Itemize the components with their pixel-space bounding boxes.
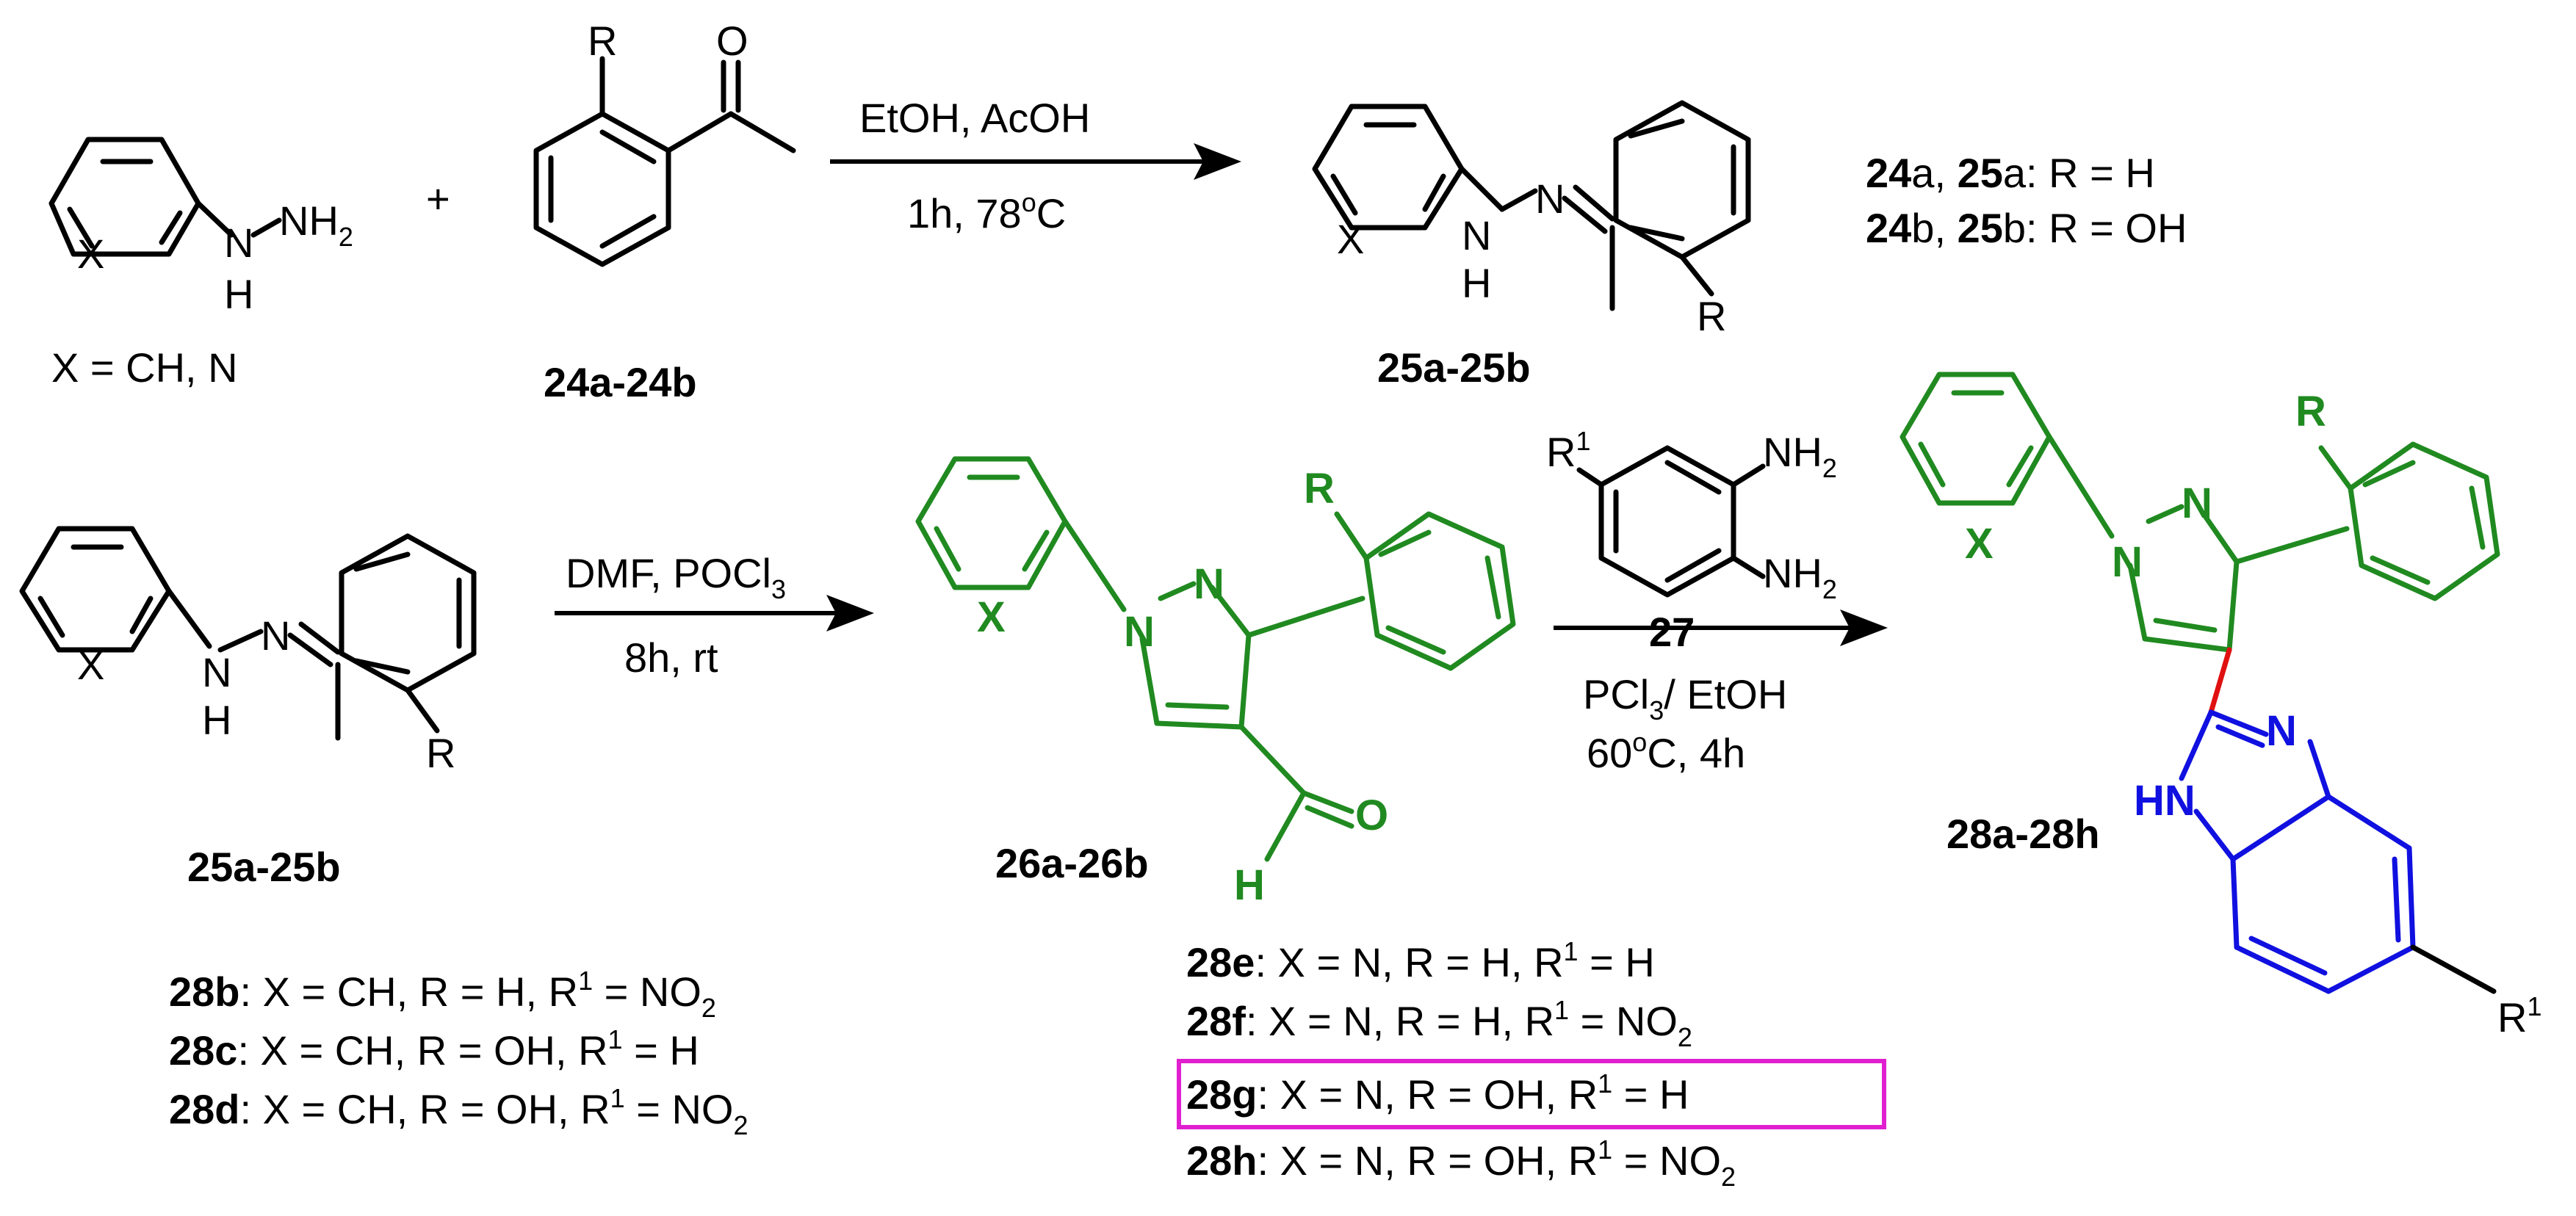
highlight-box xyxy=(1177,1059,1886,1129)
r-definitions: 24a, 25a: R = H 24b, 25b: R = OH xyxy=(1866,150,2187,251)
r1-label: R1 xyxy=(2497,991,2541,1041)
atom-x: X xyxy=(977,593,1006,641)
atom-h: H xyxy=(202,697,231,743)
atom-x: X xyxy=(77,642,104,688)
atom-h: H xyxy=(224,271,253,317)
step2-reagent-1: DMF, POCl3 xyxy=(566,550,786,604)
atom-n: N xyxy=(2182,479,2212,527)
series-right: 28e: X = N, R = H, R1 = H 28f: X = N, R … xyxy=(1177,936,1886,1192)
series-item-28b: 28b: X = CH, R = H, R1 = NO2 xyxy=(169,966,716,1023)
atom-x: X xyxy=(1965,520,1994,568)
label-27: 27 xyxy=(1649,609,1695,655)
step3-reagent-2: 60oC, 4h xyxy=(1587,727,1745,776)
atom-r: R xyxy=(588,18,617,64)
acetophenone-24: R O 24a-24b xyxy=(533,18,796,405)
atom-n: N xyxy=(202,649,231,695)
label-24: 24a-24b xyxy=(544,359,697,405)
atom-hn: HN xyxy=(2134,777,2196,825)
atom-r: R xyxy=(2295,388,2326,435)
atom-n: N xyxy=(1535,175,1565,222)
atom-n: N xyxy=(2112,538,2143,586)
series-item-28e: 28e: X = N, R = H, R1 = H xyxy=(1186,936,1655,985)
atom-n: N xyxy=(2266,707,2297,755)
atom-h: H xyxy=(1234,861,1265,909)
series-item-28g: 28g: X = N, R = OH, R1 = H xyxy=(1186,1068,1689,1118)
atom-n: N xyxy=(1194,560,1224,608)
atom-n: N xyxy=(1124,608,1155,656)
atom-n: N xyxy=(1462,212,1491,258)
nh2-label: NH2 xyxy=(279,198,353,252)
atom-n: N xyxy=(224,220,253,266)
hydrazone-25-left: X N H N R 25a-25b xyxy=(19,526,477,890)
label-28: 28a-28h xyxy=(1947,811,2100,857)
aryl-hydrazine: X N H NH2 X = CH, N xyxy=(48,137,353,391)
diamine-27: R1 NH2 NH2 27 xyxy=(1546,426,1837,655)
r1-label: R1 xyxy=(1546,426,1590,475)
arrow-step3: PCl3/ EtOH 60oC, 4h xyxy=(1554,609,1888,776)
series-item-28f: 28f: X = N, R = H, R1 = NO2 xyxy=(1186,995,1692,1052)
r-def-1: 24a, 25a: R = H xyxy=(1866,150,2155,196)
nh2-label-top: NH2 xyxy=(1763,429,1837,483)
step1-reagent-2: 1h, 78oC xyxy=(907,187,1066,236)
atom-o: O xyxy=(1355,792,1388,839)
atom-n: N xyxy=(261,612,290,659)
atom-x: X xyxy=(77,231,104,277)
atom-o: O xyxy=(716,18,748,64)
series-item-28h: 28h: X = N, R = OH, R1 = NO2 xyxy=(1186,1134,1736,1192)
step1-reagent-1: EtOH, AcOH xyxy=(859,95,1090,141)
step2-reagent-2: 8h, rt xyxy=(624,634,718,681)
nh2-label-bottom: NH2 xyxy=(1763,550,1837,604)
x-note: X = CH, N xyxy=(51,344,238,391)
atom-r: R xyxy=(426,730,455,776)
plus-sign: + xyxy=(426,175,450,222)
r-def-2: 24b, 25b: R = OH xyxy=(1866,205,2187,251)
series-item-28c: 28c: X = CH, R = OH, R1 = H xyxy=(169,1024,699,1074)
label-26: 26a-26b xyxy=(995,840,1149,886)
atom-x: X xyxy=(1337,216,1364,262)
hydrazone-25-top: X N H N R 25a-25b xyxy=(1312,100,1751,391)
pyrazole-aldehyde-26: X N N R O H 26a-26b xyxy=(915,456,1516,909)
atom-r: R xyxy=(1304,465,1335,513)
arrow-step2: DMF, POCl3 8h, rt xyxy=(555,550,874,681)
step3-reagent-1: PCl3/ EtOH xyxy=(1583,671,1787,725)
label-25-top: 25a-25b xyxy=(1377,344,1531,391)
atom-h: H xyxy=(1462,260,1491,306)
atom-r: R xyxy=(1697,293,1726,339)
label-25-left: 25a-25b xyxy=(187,844,341,890)
arrow-step1: EtOH, AcOH 1h, 78oC xyxy=(830,95,1241,236)
series-item-28d: 28d: X = CH, R = OH, R1 = NO2 xyxy=(169,1083,748,1140)
series-left: 28b: X = CH, R = H, R1 = NO2 28c: X = CH… xyxy=(169,966,748,1140)
product-28: X N N R N HN R1 28a-28h xyxy=(1899,372,2541,1041)
